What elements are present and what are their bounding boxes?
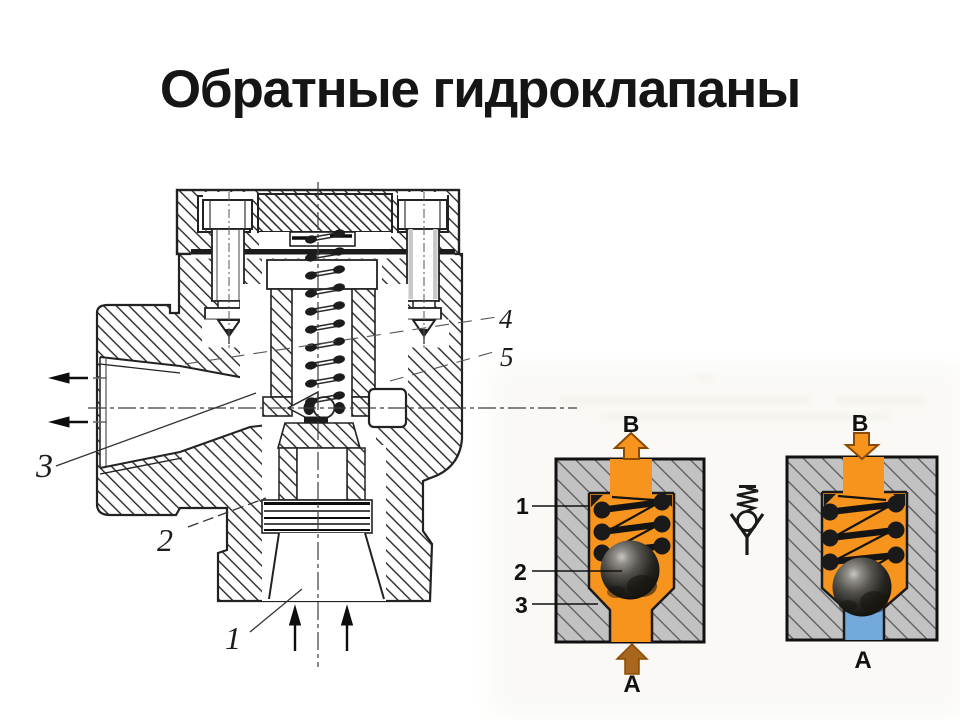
svg-text:2: 2 (514, 559, 527, 585)
svg-text:3: 3 (35, 448, 53, 485)
svg-text:5: 5 (500, 342, 514, 372)
svg-text:1: 1 (225, 620, 241, 656)
svg-text:B: B (852, 410, 869, 436)
svg-text:A: A (854, 647, 871, 674)
svg-text:Обратные гидроклапаны: Обратные гидроклапаны (160, 60, 800, 119)
svg-text:B: B (623, 411, 640, 437)
svg-text:3: 3 (515, 592, 528, 618)
svg-text:4: 4 (499, 304, 513, 334)
svg-text:2: 2 (157, 522, 173, 558)
svg-text:1: 1 (516, 493, 529, 519)
svg-text:A: A (623, 671, 640, 698)
